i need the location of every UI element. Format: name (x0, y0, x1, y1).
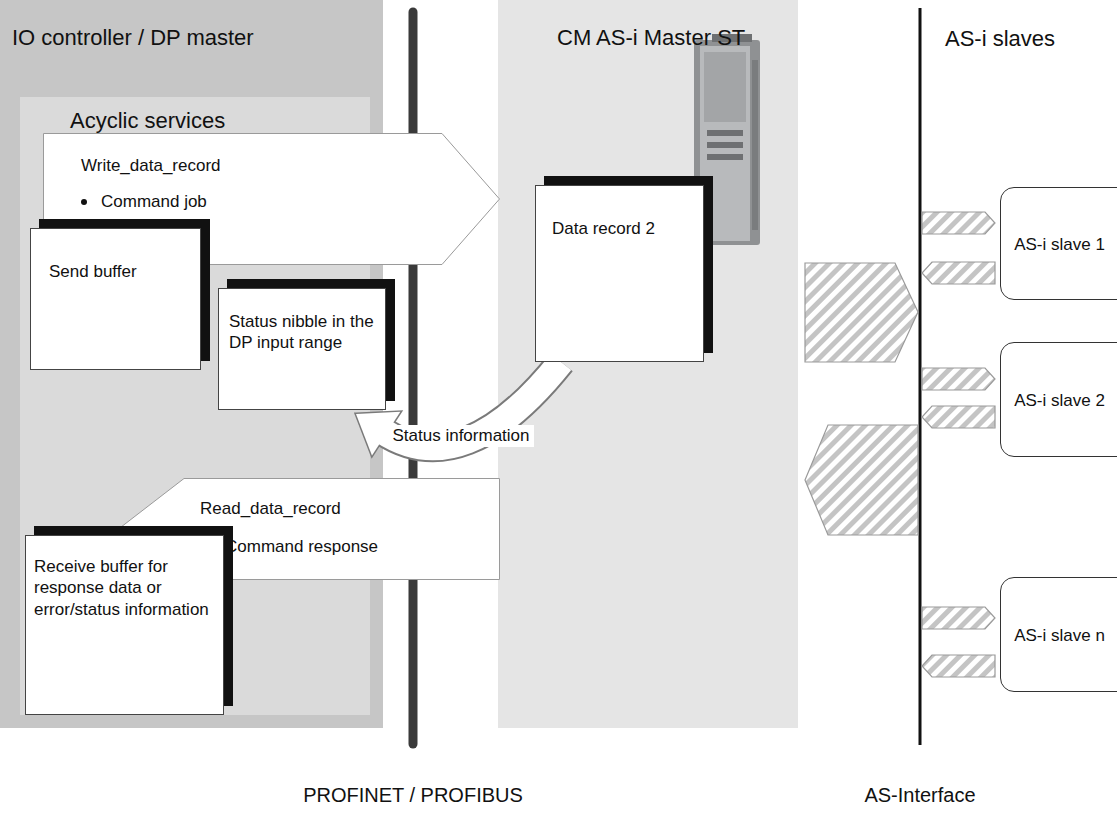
as-interface-bus-line (919, 8, 922, 745)
edge-label: Status information (388, 425, 533, 447)
bullet-dot (81, 199, 87, 205)
node-text: Write_data_record (81, 155, 221, 176)
buffer-box: Send buffer (30, 228, 201, 370)
node-text: Command response (225, 536, 378, 557)
hatched-data-arrows (805, 212, 995, 677)
panel-heading: CM AS-i Master ST (557, 24, 745, 52)
panel-heading: Acyclic services (70, 107, 225, 135)
buffer-box: Receive buffer for response data or erro… (25, 535, 224, 715)
node-text: AS-i slave n (1001, 625, 1117, 646)
buffer-box: Data record 2 (535, 185, 704, 362)
node-text: Receive buffer for response data or erro… (34, 556, 212, 620)
buffer-box: Status nibble in the DP input range (218, 288, 386, 410)
node-text: AS-i slave 1 (1001, 234, 1117, 255)
slave-box: AS-i slave 2 (1000, 342, 1117, 457)
slave-box: AS-i slave 1 (1000, 187, 1117, 300)
node-text: Data record 2 (552, 218, 692, 239)
node-text: Command job (101, 191, 207, 212)
slave-box: AS-i slave n (1000, 577, 1117, 692)
panel-heading: IO controller / DP master (12, 24, 254, 52)
node-text: Status nibble in the DP input range (229, 311, 374, 354)
region-panel: Acyclic servicesWrite_data_recordCommand… (20, 97, 370, 715)
region-panel: IO controller / DP masterAcyclic service… (0, 0, 383, 728)
bus-name: PROFINET / PROFIBUS (303, 784, 523, 807)
region-panel: CM AS-i Master ST Data record 2 (498, 0, 798, 728)
node-text: AS-i slave 2 (1001, 390, 1117, 411)
bus-name: AS-Interface (864, 784, 975, 807)
node-text: Read_data_record (200, 498, 341, 519)
node-text: Send buffer (49, 261, 189, 282)
column-heading: AS-i slaves (945, 26, 1055, 52)
profinet-bus-line (409, 12, 418, 744)
